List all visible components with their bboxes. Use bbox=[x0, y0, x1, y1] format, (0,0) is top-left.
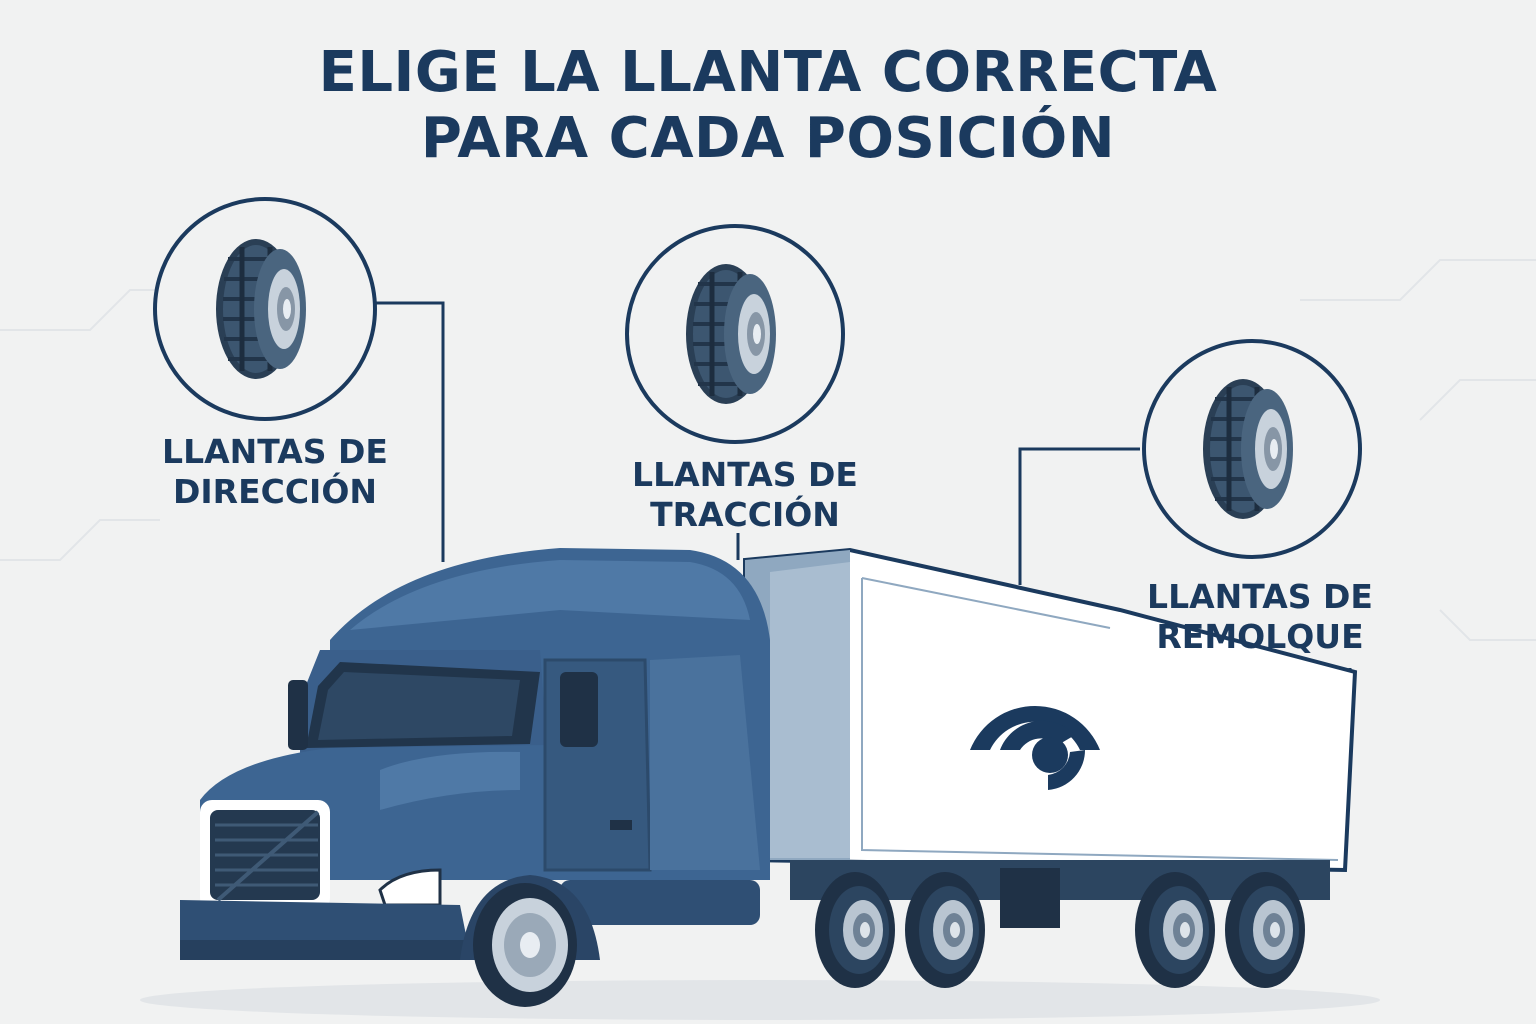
logo-icon bbox=[970, 705, 1100, 790]
title-line-1: ELIGE LA LLANTA CORRECTA bbox=[318, 40, 1218, 105]
label-direccion: LLANTAS DE DIRECCIÓN bbox=[140, 432, 410, 512]
label-remolque-line-1: LLANTAS DE bbox=[1147, 577, 1373, 616]
label-remolque: LLANTAS DE REMOLQUE bbox=[1125, 577, 1395, 657]
tire-callout-traccion bbox=[625, 224, 845, 444]
truck-cab bbox=[180, 548, 770, 960]
tire-callout-remolque bbox=[1142, 339, 1362, 559]
front-wheel bbox=[473, 883, 577, 1007]
label-traccion-line-1: LLANTAS DE bbox=[632, 455, 858, 494]
label-traccion: LLANTAS DE TRACCIÓN bbox=[610, 455, 880, 535]
label-remolque-line-2: REMOLQUE bbox=[1156, 617, 1364, 656]
label-direccion-line-1: LLANTAS DE bbox=[162, 432, 388, 471]
label-traccion-line-2: TRACCIÓN bbox=[650, 495, 840, 534]
label-direccion-line-2: DIRECCIÓN bbox=[172, 472, 377, 511]
tire-callout-direccion bbox=[153, 197, 377, 421]
title-line-2: PARA CADA POSICIÓN bbox=[420, 106, 1116, 171]
page-title: ELIGE LA LLANTA CORRECTA PARA CADA POSIC… bbox=[0, 40, 1536, 172]
